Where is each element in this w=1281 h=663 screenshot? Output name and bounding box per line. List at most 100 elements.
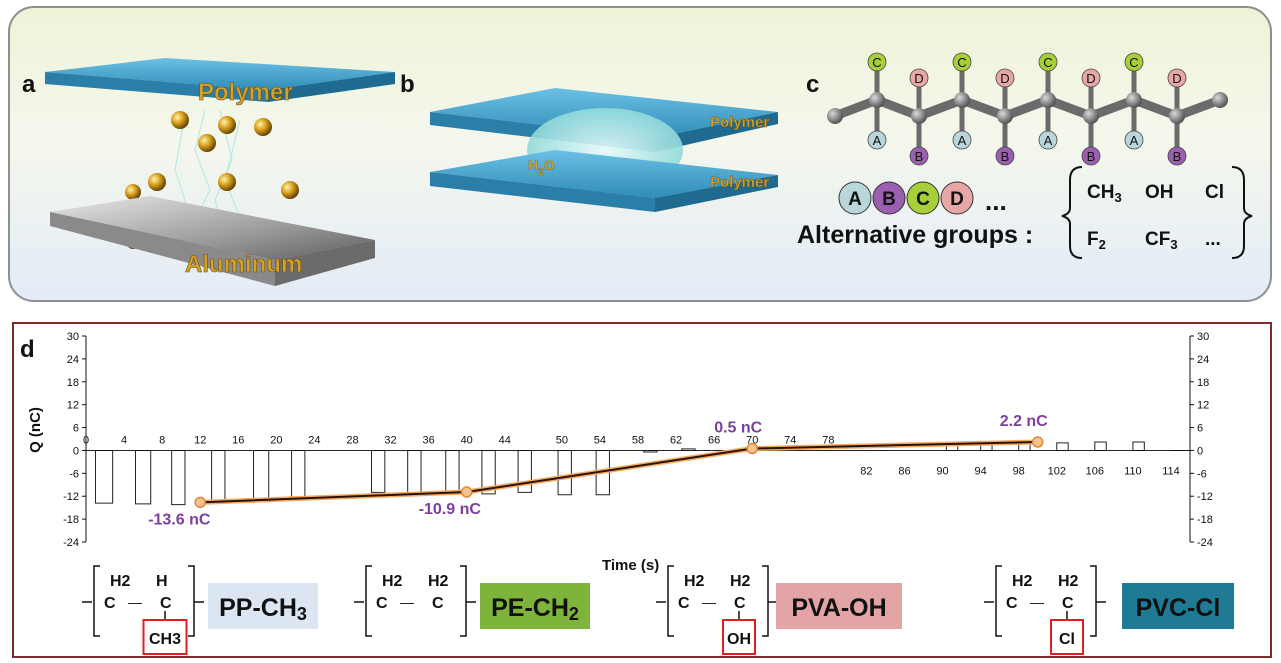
charge-pulse <box>1057 443 1068 451</box>
chain-group-bottom <box>952 130 972 150</box>
y-tick-label: 18 <box>67 377 79 389</box>
x-tick-label: 44 <box>499 434 511 446</box>
x-tick-label: 24 <box>308 434 320 446</box>
polymer-name: PE-CH2 <box>491 594 579 624</box>
polymer-plate-top <box>45 58 395 90</box>
y-tick-label-right: 12 <box>1197 400 1209 412</box>
chain-carbon <box>827 108 843 124</box>
polymer-plate-top-side <box>45 72 268 102</box>
h-label: H <box>156 573 168 590</box>
chain-group-bottom <box>1124 130 1144 150</box>
polymer-badge <box>1122 583 1234 629</box>
alternative-groups-label: Alternative groups : <box>797 221 1033 249</box>
chain-group-top-label: D <box>1086 71 1095 86</box>
carbon-atom: C <box>160 595 172 612</box>
chain-group-top-label: C <box>957 55 966 70</box>
x-tick-label: 8 <box>159 434 165 446</box>
chain-group-bottom-label: B <box>1087 149 1096 164</box>
side-group-box <box>1050 619 1084 655</box>
x-tick-label: 110 <box>1124 465 1142 477</box>
chain-group-top <box>1081 68 1101 88</box>
bracket-left <box>995 565 1002 637</box>
y-tick-label-right: -18 <box>1197 514 1213 526</box>
water-label: H2O <box>528 157 555 178</box>
trend-line <box>200 441 1038 504</box>
x-tick-label: 86 <box>898 465 910 477</box>
x-tick-label: 66 <box>708 434 720 446</box>
alternative-group: OH <box>1145 182 1174 203</box>
bond-dash: — <box>128 594 142 610</box>
chain-carbon <box>1212 92 1228 108</box>
chain-group-top-label: D <box>1000 71 1009 86</box>
x-tick-label: 78 <box>822 434 834 446</box>
trend-glow <box>197 439 1041 505</box>
chain-group-top <box>1038 52 1058 72</box>
y-tick-label-right: 0 <box>1197 445 1203 457</box>
carbon-atom: C <box>1062 595 1074 612</box>
alternative-group: CF3 <box>1145 229 1178 252</box>
chain-group-top-label: D <box>914 71 923 86</box>
chain-group-bottom-label: A <box>1130 133 1139 148</box>
chain-carbon <box>1040 92 1056 108</box>
bond-dash: — <box>400 594 414 610</box>
y-tick-label: -12 <box>63 491 79 503</box>
charge-pulse <box>558 450 571 494</box>
charge-pulse <box>408 450 421 493</box>
carbon-atom: C <box>376 595 388 612</box>
polymer-plate-upper-edge <box>655 112 778 152</box>
polymer-label-b-bottom: Polymer <box>710 174 769 191</box>
trend-point-label: 2.2 nC <box>1000 413 1048 430</box>
polymer-badge <box>776 583 902 629</box>
chain-group-bottom-label: B <box>915 149 924 164</box>
chain-group-bottom <box>1167 146 1187 166</box>
trend-point <box>746 442 758 455</box>
charge-pulse <box>446 450 459 492</box>
y-tick-label: 24 <box>67 354 79 366</box>
chain-group-bottom-label: A <box>873 133 882 148</box>
charge-pulse <box>96 450 113 503</box>
bracket-right <box>1090 565 1097 637</box>
x-tick-label: 70 <box>746 434 758 446</box>
y-tick-label: 6 <box>73 423 79 435</box>
chain-group-bottom <box>1038 130 1058 150</box>
polymer-badge <box>208 583 318 629</box>
side-group-box <box>722 619 756 655</box>
charge-pulse <box>172 450 185 504</box>
h-label: H2 <box>1058 573 1079 590</box>
x-tick-label: 36 <box>422 434 434 446</box>
x-tick-label: 106 <box>1086 465 1104 477</box>
x-tick-label: 32 <box>384 434 396 446</box>
side-group-label: CH3 <box>149 631 181 648</box>
chain-group-top <box>995 68 1015 88</box>
h-label: H2 <box>110 573 131 590</box>
trend-point-label: 0.5 nC <box>714 420 762 437</box>
chain-group-top <box>909 68 929 88</box>
chain-group-bottom-label: B <box>1173 149 1182 164</box>
bead-legend-ellipsis: ... <box>985 186 1007 216</box>
y-tick-label: 0 <box>73 445 79 457</box>
polymer-name: PVA-OH <box>791 594 886 622</box>
y-tick-label: 12 <box>67 400 79 412</box>
chain-group-bottom <box>1081 146 1101 166</box>
y-tick-label-right: 18 <box>1197 377 1209 389</box>
alternative-group: CH3 <box>1087 182 1122 205</box>
panel-b: b Polymer Polymer H2O <box>400 71 778 212</box>
aluminum-plate-side <box>50 212 275 286</box>
y-axis-label: Q (nC) <box>27 407 44 453</box>
y-tick-label-right: -24 <box>1197 537 1213 549</box>
bead-d <box>940 181 974 215</box>
chain-group-top <box>952 52 972 72</box>
bracket-left <box>93 565 100 637</box>
x-tick-label: 74 <box>784 434 796 446</box>
h-label: H2 <box>428 573 449 590</box>
chain-group-bottom <box>995 146 1015 166</box>
x-tick-label: 16 <box>232 434 244 446</box>
chain-group-top <box>867 52 887 72</box>
bracket-right <box>188 565 195 637</box>
panel-letter-c: c <box>806 71 819 98</box>
chain-carbon <box>954 92 970 108</box>
bead-label: A <box>848 189 862 210</box>
